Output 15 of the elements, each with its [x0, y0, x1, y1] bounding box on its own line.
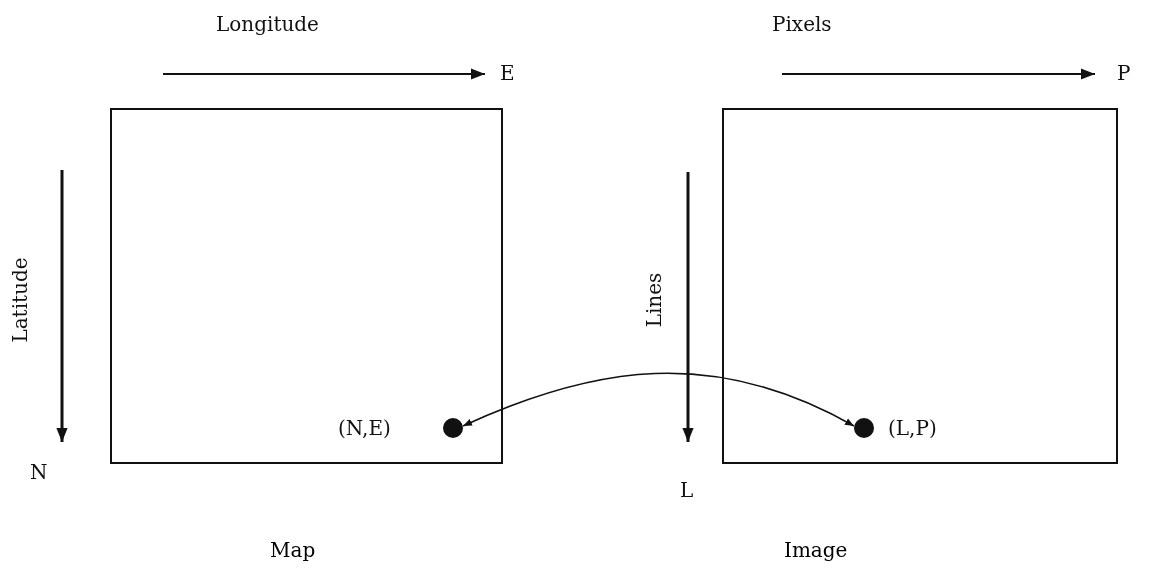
- coordinate-label: (L,P): [888, 418, 937, 438]
- axis-label: Latitude: [10, 257, 30, 343]
- caption-label: Map: [270, 540, 316, 560]
- axis-letter: L: [680, 480, 694, 500]
- axis-letter: E: [500, 63, 515, 83]
- arrow: [462, 372, 855, 427]
- point-dot: [854, 418, 874, 438]
- axis-label: Lines: [644, 272, 664, 328]
- axis-letter: N: [30, 462, 48, 482]
- coordinate-label: (N,E): [338, 418, 391, 438]
- caption-label: Image: [784, 540, 848, 560]
- axis-label: Pixels: [772, 14, 832, 34]
- point-dot: [443, 418, 463, 438]
- axis-label: Longitude: [216, 14, 319, 34]
- axis-letter: P: [1117, 63, 1131, 83]
